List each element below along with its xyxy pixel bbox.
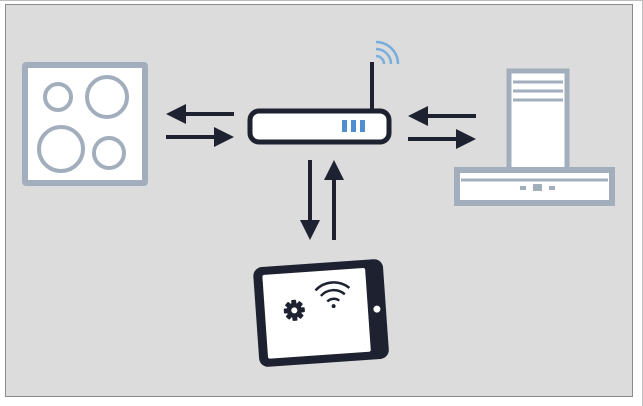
arrow-up: [324, 160, 344, 240]
cooktop-icon: [22, 62, 148, 186]
arrows-cooktop-router: [166, 104, 234, 147]
arrow-left: [408, 106, 476, 126]
arrow-left: [166, 104, 234, 124]
arrow-right: [166, 127, 234, 147]
arrow-down: [300, 160, 320, 240]
range-hood-icon: [454, 68, 615, 206]
arrows-router-hood: [408, 106, 476, 149]
arrows-router-tablet: [300, 160, 344, 240]
arrow-right: [408, 129, 476, 149]
router-icon: [247, 40, 400, 145]
wifi-icon: [314, 281, 351, 309]
gear-icon: [283, 299, 305, 321]
tablet-icon: [253, 259, 389, 367]
wifi-signal-icon: [375, 40, 400, 65]
